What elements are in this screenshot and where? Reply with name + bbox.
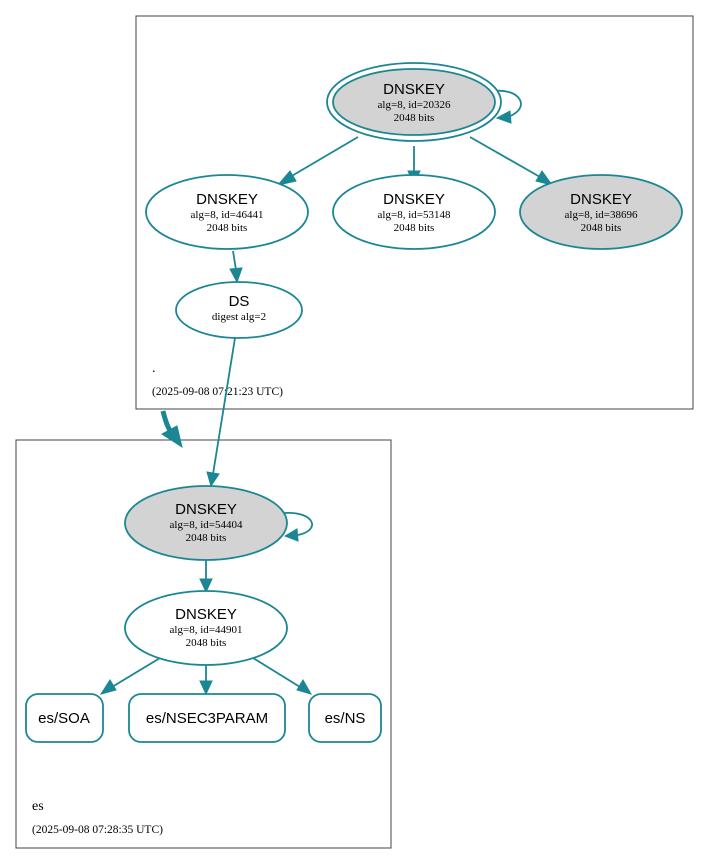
edge-zsk-to-soa: [111, 657, 161, 688]
root-key-38696-bits: 2048 bits: [581, 222, 622, 234]
arrowhead-ksk-to-46441: [276, 170, 297, 186]
ds-digest-alg: digest alg=2: [212, 311, 266, 323]
root-zsk-46441-alg-id: alg=8, id=46441: [191, 209, 264, 221]
edge-ksk-to-46441: [289, 136, 359, 178]
arrowhead-zsk-to-ns: [296, 679, 313, 695]
arrowhead-zsk-to-soa: [99, 679, 117, 695]
edge-46441-to-ds: [232, 250, 237, 271]
root-zsk-46441-bits: 2048 bits: [207, 222, 248, 234]
es-zsk-title: DNSKEY: [175, 606, 237, 623]
root-zsk-53148-bits: 2048 bits: [394, 222, 435, 234]
es-zsk-shape: [124, 590, 288, 666]
arrowhead-es-ksk-to-zsk: [199, 578, 213, 594]
node-root-zsk-53148[interactable]: DNSKEY alg=8, id=53148 2048 bits: [332, 174, 496, 250]
root-zsk-46441-shape: [145, 174, 309, 250]
arrowhead-delegation: [161, 425, 183, 449]
edge-zsk-to-ns: [252, 657, 301, 688]
root-key-38696-shape: [519, 174, 683, 250]
es-nsec3param-shape: [128, 693, 286, 743]
root-ksk-bits: 2048 bits: [394, 112, 435, 124]
es-soa-label: es/SOA: [38, 710, 90, 727]
ds-shape: [175, 281, 303, 339]
es-soa-shape: [25, 693, 104, 743]
es-ns-label: es/NS: [325, 710, 366, 727]
arrowhead-ksk-to-38696: [535, 170, 554, 186]
root-ksk-alg-id: alg=8, id=20326: [378, 99, 451, 111]
es-ksk-title: DNSKEY: [175, 501, 237, 518]
arrowhead-46441-to-ds: [229, 267, 243, 284]
node-es-soa[interactable]: es/SOA: [25, 693, 104, 743]
root-zsk-53148-title: DNSKEY: [383, 191, 445, 208]
root-zsk-46441-title: DNSKEY: [196, 191, 258, 208]
es-zone-timestamp: (2025-09-08 07:28:35 UTC): [32, 824, 163, 836]
node-root-key-38696[interactable]: DNSKEY alg=8, id=38696 2048 bits: [519, 174, 683, 250]
node-es-nsec3param[interactable]: es/NSEC3PARAM: [128, 693, 286, 743]
root-ksk-inner-ring: [332, 68, 496, 136]
arrowhead-es-ksk-self: [283, 528, 299, 542]
node-es-zsk[interactable]: DNSKEY alg=8, id=44901 2048 bits: [124, 590, 288, 666]
root-zsk-53148-shape: [332, 174, 496, 250]
root-zsk-53148-alg-id: alg=8, id=53148: [378, 209, 451, 221]
root-key-38696-alg-id: alg=8, id=38696: [565, 209, 638, 221]
node-es-ns[interactable]: es/NS: [308, 693, 382, 743]
arrowhead-zsk-to-nsec3param: [199, 680, 213, 696]
es-zsk-bits: 2048 bits: [186, 637, 227, 649]
edge-ksk-to-38696: [469, 136, 541, 178]
root-ksk-title: DNSKEY: [383, 81, 445, 98]
edge-ds-to-es-ksk: [212, 337, 236, 475]
node-root-ksk[interactable]: DNSKEY alg=8, id=20326 2048 bits: [326, 62, 502, 142]
root-key-38696-title: DNSKEY: [570, 191, 632, 208]
es-ns-shape: [308, 693, 382, 743]
root-zone-timestamp: (2025-09-08 07:21:23 UTC): [152, 386, 283, 398]
edges: [99, 89, 554, 696]
ds-title: DS: [229, 293, 250, 310]
edge-root-ksk-self: [493, 89, 522, 118]
nodes: DNSKEY alg=8, id=20326 2048 bits DNSKEY …: [25, 62, 683, 743]
edge-es-ksk-self: [283, 512, 313, 536]
node-root-zsk-46441[interactable]: DNSKEY alg=8, id=46441 2048 bits: [145, 174, 309, 250]
es-ksk-shape: [124, 485, 288, 561]
node-es-ksk[interactable]: DNSKEY alg=8, id=54404 2048 bits: [124, 485, 288, 561]
es-zsk-alg-id: alg=8, id=44901: [170, 624, 243, 636]
arrowhead-root-ksk-self: [495, 110, 512, 124]
root-zone-name: .: [152, 361, 156, 376]
es-nsec3param-label: es/NSEC3PARAM: [146, 710, 268, 727]
es-ksk-bits: 2048 bits: [186, 532, 227, 544]
node-ds[interactable]: DS digest alg=2: [175, 281, 303, 339]
arrowhead-ds-to-es-ksk: [206, 471, 220, 488]
es-zone-name: es: [32, 799, 44, 814]
es-ksk-alg-id: alg=8, id=54404: [170, 519, 243, 531]
